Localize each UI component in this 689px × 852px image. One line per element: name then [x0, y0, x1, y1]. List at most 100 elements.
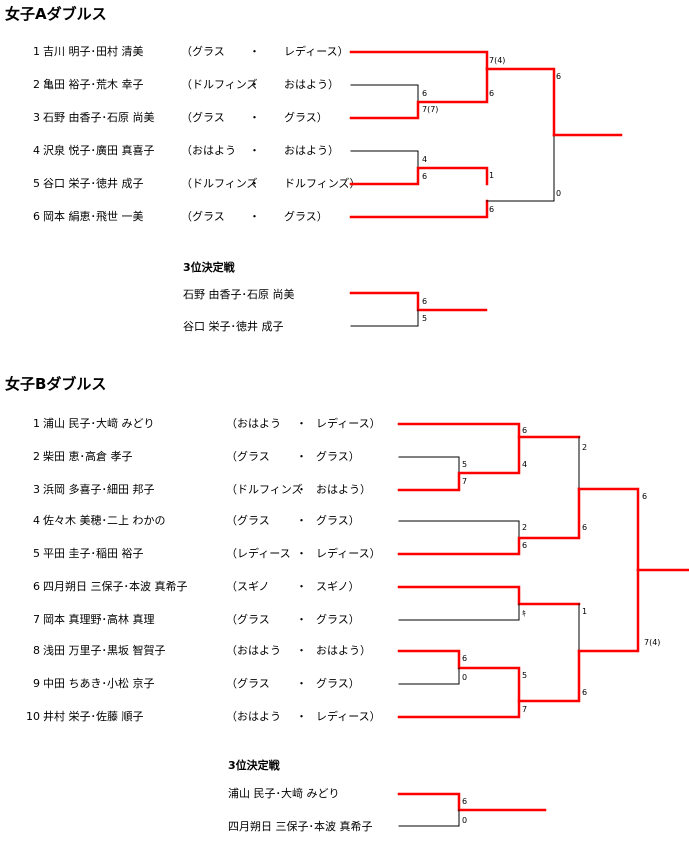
entry-club-2: おはよう）: [284, 78, 339, 91]
b-score: 1: [582, 607, 587, 616]
entry-club-separator: ・: [296, 677, 307, 690]
entry-number: 2: [33, 78, 40, 91]
entry-number: 3: [33, 483, 40, 496]
a-score: 6: [489, 89, 494, 98]
section-b-title: 女子Bダブルス: [5, 375, 107, 393]
entry-club-2: グラス）: [284, 210, 328, 223]
section-b-third-player1: 浦山 民子･大﨑 みどり: [228, 787, 340, 800]
entry-names: 岡本 真理野･高林 真理: [43, 613, 155, 626]
entry-club-separator: ・: [296, 613, 307, 626]
entry-number: 2: [33, 450, 40, 463]
entry-club-1: （グラス: [181, 111, 225, 124]
section-a-third-title: 3位決定戦: [183, 261, 235, 274]
entry-club-separator: ・: [296, 710, 307, 723]
entry-number: 7: [33, 613, 40, 626]
entry-club-separator: ・: [249, 111, 260, 124]
entry-names: 沢泉 悦子･廣田 真喜子: [43, 144, 155, 157]
b-score: ｷ: [522, 609, 526, 618]
entry-club-1: （グラス: [226, 613, 270, 626]
entry-number: 6: [33, 210, 40, 223]
section-b-third-title: 3位決定戦: [228, 759, 280, 772]
b-line-2: [398, 456, 460, 474]
entry-club-1: （おはよう: [226, 710, 281, 723]
section-b-bracket: [397, 422, 689, 827]
entry-club-1: （おはよう: [181, 144, 236, 157]
a-line-5: [349, 166, 489, 186]
b-line-4: [398, 520, 520, 539]
section-b-scores: 6 2 5 4 7 6 2 6 6 1 ｷ 6 5 0 6 7 7(4) 6 0: [462, 426, 660, 825]
section-b-third-player2: 四月朔日 三保子･本波 真希子: [228, 820, 373, 833]
entry-names: 浜岡 多喜子･細田 邦子: [43, 483, 155, 496]
entry-club-2: レディース）: [316, 710, 381, 723]
entry-names: 平田 圭子･稲田 裕子: [43, 547, 144, 560]
entry-club-1: （グラス: [226, 450, 270, 463]
a-third-line-2: [350, 309, 419, 327]
b-score: 5: [462, 460, 467, 469]
entry-club-2: レディース）: [316, 417, 381, 430]
b-third-line-2: [398, 809, 460, 827]
entry-names: 四月朔日 三保子･本波 真希子: [43, 580, 188, 593]
section-a-bracket: [349, 50, 623, 327]
b-score: 6: [462, 654, 467, 663]
b-score: 2: [522, 523, 527, 532]
entry-names: 浦山 民子･大﨑 みどり: [43, 417, 155, 430]
section-a-scores: 7(4) 6 6 7(7) 6 4 6 1 6 0 6 5: [422, 56, 561, 323]
entry-club-separator: ・: [249, 144, 260, 157]
entry-names: 谷口 栄子･徳井 成子: [43, 177, 144, 190]
entry-club-2: レディース）: [316, 547, 381, 560]
entry-names: 亀田 裕子･荒木 幸子: [43, 78, 144, 91]
a-score: 7(4): [489, 56, 505, 65]
entry-club-separator: ・: [296, 644, 307, 657]
entry-number: 3: [33, 111, 40, 124]
entry-club-2: グラス）: [316, 677, 360, 690]
a-score: 4: [422, 155, 427, 164]
a-score: 0: [556, 189, 561, 198]
a-score: 6: [422, 89, 427, 98]
b-line-q2: [577, 487, 640, 572]
entry-club-2: グラス）: [316, 613, 360, 626]
entry-club-separator: ・: [296, 514, 307, 527]
a-line-s1: [485, 67, 556, 137]
a-third-score-2: 5: [422, 314, 427, 323]
entry-names: 石野 由香子･石原 尚美: [43, 111, 155, 124]
b-score: 2: [582, 443, 587, 452]
b-score: 6: [582, 523, 587, 532]
a-score: 6: [489, 205, 494, 214]
entry-club-2: ドルフィンズ）: [284, 177, 361, 190]
entry-names: 浅田 万里子･黒坂 智賀子: [43, 644, 166, 657]
entry-names: 佐々木 美穂･二上 わかの: [43, 514, 166, 527]
b-score: 4: [522, 460, 527, 469]
b-third-line-1: [397, 792, 547, 812]
entry-club-separator: ・: [296, 547, 307, 560]
b-line-7: [398, 603, 520, 621]
entry-club-1: （グラス: [226, 514, 270, 527]
b-line-6: [397, 585, 581, 606]
entry-club-1: （スギノ: [226, 580, 270, 593]
entry-club-1: （おはよう: [226, 644, 281, 657]
entry-club-2: グラス）: [316, 514, 360, 527]
b-score: 0: [462, 673, 467, 682]
entry-names: 井村 栄子･佐藤 順子: [43, 710, 144, 723]
entry-club-2: レディース）: [284, 45, 349, 58]
a-line-1: [349, 50, 489, 71]
b-score: 5: [522, 671, 527, 680]
entry-club-1: （ドルフィンズ: [181, 78, 258, 91]
section-a-third-player1: 石野 由香子･石原 尚美: [183, 288, 295, 301]
b-score: 7: [522, 705, 527, 714]
entry-club-2: グラス）: [316, 450, 360, 463]
b-line-5: [397, 487, 581, 556]
b-line-9: [398, 667, 460, 685]
entry-club-2: おはよう）: [316, 483, 371, 496]
a-score: 1: [489, 171, 494, 180]
